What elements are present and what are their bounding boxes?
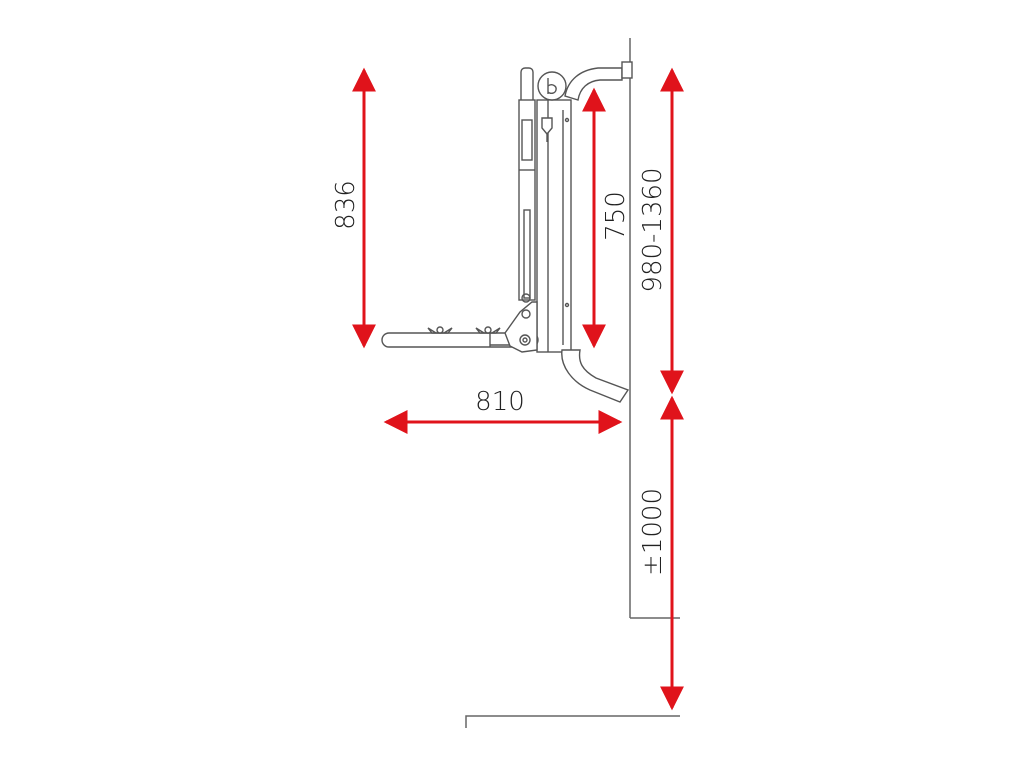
hinge-bracket (504, 301, 538, 353)
latch-hook (541, 117, 553, 136)
depth-label: 810 (475, 387, 525, 417)
ground-clearance-label: ±1000 (638, 488, 668, 576)
top-left-post (520, 67, 534, 105)
vehicle-outline (465, 38, 680, 728)
upper-mount-arm (564, 67, 623, 101)
clamp-knob-right (475, 327, 501, 334)
clamp-knob-left (427, 327, 453, 334)
platform-arm (381, 332, 539, 348)
ground-line (465, 715, 680, 728)
lower-mount-arm (561, 349, 630, 403)
lift-mechanism (381, 61, 633, 403)
circle-b-logo-icon (537, 71, 567, 101)
frame-height-label: 750 (601, 191, 631, 241)
dimension-labels: 836 750 980-1360 810 ±1000 (331, 167, 668, 576)
overall-height-label: 836 (331, 180, 361, 230)
main-column (536, 99, 572, 353)
mount-height-label: 980-1360 (638, 167, 668, 292)
dimension-lines (352, 67, 684, 711)
upper-mount-bracket (621, 61, 633, 79)
